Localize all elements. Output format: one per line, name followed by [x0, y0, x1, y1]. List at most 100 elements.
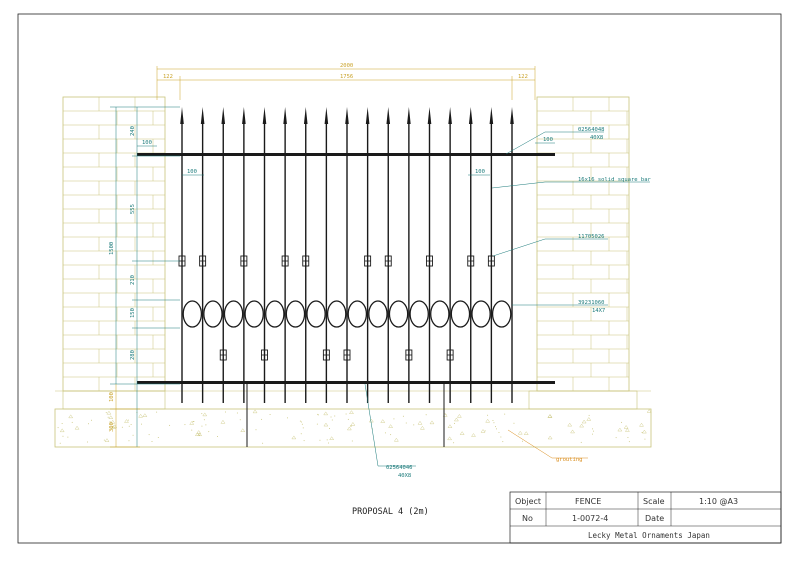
aggregate-dot — [169, 424, 171, 426]
aggregate-dot — [193, 420, 195, 422]
footing-label: 300 — [109, 422, 115, 432]
aggregate-mark — [393, 437, 399, 442]
aggregate-mark — [110, 419, 116, 424]
aggregate-dot — [61, 423, 63, 425]
aggregate-dot — [203, 419, 205, 421]
object-label: Object — [515, 497, 541, 506]
aggregate-dot — [111, 425, 113, 427]
aggregate-dot — [128, 440, 130, 442]
ring-ornament — [491, 300, 512, 328]
aggregate-dot — [317, 413, 319, 415]
title-block: Object FENCE Scale 1:10 @A3 No 1-0072-4 … — [509, 491, 782, 544]
aggregate-mark — [240, 428, 246, 432]
aggregate-dot — [59, 442, 61, 444]
aggregate-dot — [513, 422, 515, 424]
aggregate-dot — [498, 431, 500, 433]
aggregate-mark — [112, 424, 118, 429]
aggregate-mark — [323, 411, 329, 416]
aggregate-mark — [579, 423, 585, 428]
company-name: Lecky Metal Ornaments Japan — [588, 531, 710, 540]
top-rail — [137, 153, 555, 156]
left-brick-pillar — [62, 96, 166, 410]
picket-spear-tip — [283, 107, 287, 124]
aggregate-mark — [420, 425, 425, 430]
spacing-mid-left-label: 100 — [187, 169, 197, 175]
spacing-left-label: 100 — [142, 140, 152, 146]
aggregate-mark — [108, 415, 114, 419]
aggregate-mark — [346, 426, 352, 431]
aggregate-dot — [191, 429, 193, 431]
overall-dimensions: 2000 122 1756 122 — [156, 63, 536, 100]
aggregate-dot — [492, 420, 494, 422]
picket-spear-tip — [221, 107, 226, 124]
aggregate-dot — [495, 426, 497, 428]
aggregate-dot — [302, 427, 304, 429]
aggregate-mark — [480, 429, 486, 433]
aggregate-dot — [500, 436, 502, 438]
aggregate-dot — [156, 411, 158, 413]
ring-ornament — [203, 300, 223, 328]
picket-spear-tip — [200, 107, 205, 124]
aggregate-mark — [142, 413, 148, 417]
aggregate-dot — [109, 421, 111, 423]
aggregate-dot — [217, 436, 219, 438]
aggregate-mark — [59, 428, 65, 433]
aggregate-dot — [151, 440, 153, 442]
aggregate-mark — [202, 412, 208, 417]
right-offset-label: 122 — [518, 74, 528, 80]
no-value: 1-0072-4 — [572, 514, 608, 523]
aggregate-dot — [205, 424, 207, 426]
picket-spear-tip — [427, 107, 432, 124]
collar-code-callout: 11705026 — [578, 234, 605, 240]
aggregate-dot — [239, 419, 241, 421]
right-pillar-base — [528, 390, 638, 410]
ring-ornament — [368, 300, 388, 328]
picket-spear-tip — [303, 107, 308, 124]
aggregate-dot — [331, 419, 333, 421]
aggregate-dot — [67, 436, 69, 438]
ring-ornament — [347, 300, 368, 328]
aggregate-dot — [627, 437, 629, 439]
aggregate-dot — [299, 420, 301, 422]
aggregate-dot — [522, 440, 524, 442]
top-rail-code-callout: 02564048 — [578, 127, 605, 133]
picket-spear-tip — [448, 107, 452, 124]
aggregate-mark — [417, 420, 423, 425]
height-top-label: 240 — [130, 126, 136, 136]
aggregate-dot — [384, 432, 386, 434]
aggregate-dot — [628, 441, 630, 443]
aggregate-dot — [504, 413, 506, 415]
aggregate-mark — [646, 409, 652, 413]
aggregate-dot — [301, 423, 303, 425]
aggregate-dot — [130, 423, 132, 425]
concrete-footing — [54, 390, 652, 448]
aggregate-mark — [523, 431, 529, 435]
aggregate-dot — [495, 428, 497, 430]
aggregate-mark — [623, 425, 629, 429]
top-rail-size-callout: 40X8 — [590, 135, 603, 141]
aggregate-dot — [593, 430, 595, 432]
bar-desc-callout: 16x16 solid square bar — [578, 177, 652, 183]
aggregate-dot — [269, 413, 271, 415]
fence-panel — [137, 107, 555, 447]
aggregate-dot — [208, 431, 210, 433]
picket-spear-tip — [324, 107, 329, 124]
aggregate-dot — [319, 439, 321, 441]
aggregate-dot — [328, 428, 330, 430]
aggregate-dot — [327, 442, 329, 444]
aggregate-dot — [615, 437, 617, 439]
aggregate-dot — [487, 414, 489, 416]
ring-ornament — [182, 300, 203, 328]
aggregate-dot — [592, 433, 594, 435]
aggregate-dot — [390, 434, 392, 436]
aggregate-dot — [192, 421, 194, 423]
aggregate-mark — [110, 425, 116, 429]
aggregate-dot — [393, 418, 395, 420]
aggregate-mark — [567, 422, 573, 427]
aggregate-dot — [127, 419, 129, 421]
aggregate-dot — [493, 422, 495, 424]
aggregate-mark — [252, 409, 258, 414]
aggregate-dot — [88, 423, 90, 425]
ring-ornaments — [182, 300, 512, 328]
collar-ornaments — [178, 255, 495, 361]
